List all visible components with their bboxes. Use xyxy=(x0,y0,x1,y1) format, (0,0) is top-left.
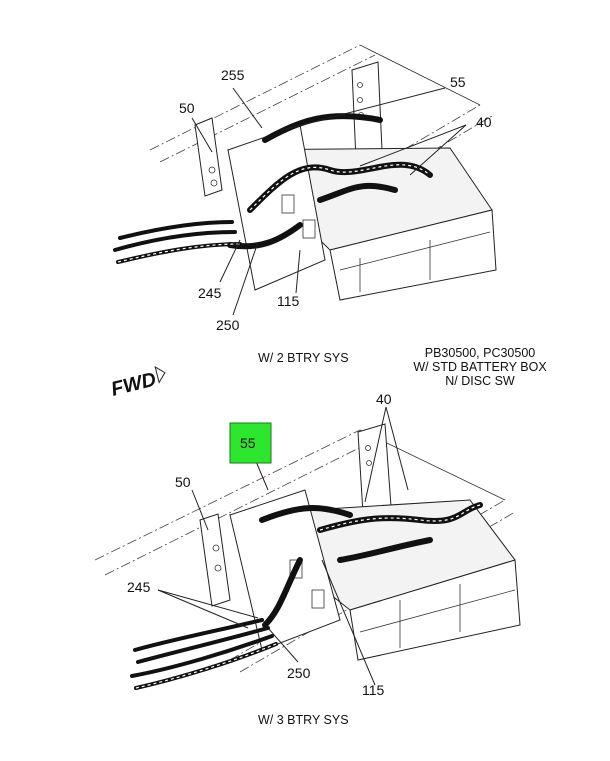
fwd-arrowhead-icon xyxy=(154,365,166,384)
upper-view-caption: W/ 2 BTRY SYS xyxy=(258,351,349,365)
lower-callout-250: 250 xyxy=(287,665,311,681)
lower-callout-55: 55 xyxy=(240,435,256,451)
upper-callout-245: 245 xyxy=(198,285,222,301)
lower-view-caption: W/ 3 BTRY SYS xyxy=(258,713,349,727)
front-mount-plate-lower xyxy=(229,489,341,651)
forward-arrow: FWD xyxy=(109,365,166,401)
applicability-line-1: PB30500, PC30500 xyxy=(425,346,536,360)
battery-box-front xyxy=(329,209,497,301)
bracket-50 xyxy=(194,117,223,197)
applicability-line-2: W/ STD BATTERY BOX xyxy=(413,360,547,374)
applicability-note: PB30500, PC30500 W/ STD BATTERY BOX N/ D… xyxy=(413,346,547,388)
upper-view: 255 55 50 40 245 250 115 W/ 2 BTRY SYS xyxy=(113,44,497,365)
fwd-label: FWD xyxy=(109,368,159,400)
upper-callout-50: 50 xyxy=(179,100,195,116)
lower-view: 55 40 50 245 250 115 W/ 3 BTRY SYS xyxy=(94,391,521,727)
battery-box-front-lower xyxy=(349,559,521,661)
lower-callout-245: 245 xyxy=(127,579,151,595)
upper-callout-55: 55 xyxy=(450,74,466,90)
upper-callout-250: 250 xyxy=(216,317,240,333)
upper-callout-115: 115 xyxy=(277,293,300,309)
applicability-line-3: N/ DISC SW xyxy=(445,374,515,388)
upper-callout-40: 40 xyxy=(476,114,492,130)
upper-callout-255: 255 xyxy=(221,67,245,83)
bracket-50-lower xyxy=(199,513,231,607)
lower-callout-115: 115 xyxy=(362,682,385,698)
lower-callout-40: 40 xyxy=(376,391,392,407)
lower-callout-50: 50 xyxy=(175,474,191,490)
highlighted-callout-box xyxy=(229,422,272,464)
